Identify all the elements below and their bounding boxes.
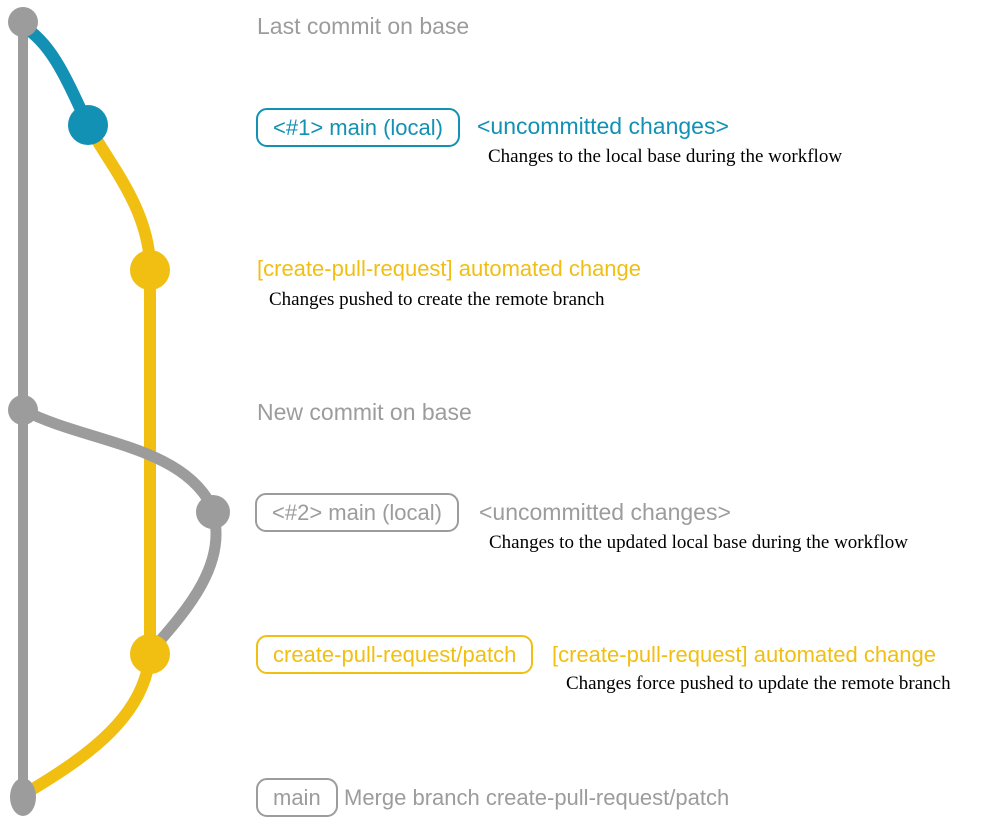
- branch-line-main-local-2: [17, 404, 217, 511]
- commit-dot-new-base: [8, 395, 38, 425]
- commit-description-automated-change-2: Changes force pushed to update the remot…: [566, 673, 951, 694]
- commit-label-automated-change-2: [create-pull-request] automated change: [552, 642, 937, 667]
- commit-dot-main-local-2: [196, 495, 230, 529]
- commit-dot-automated-change-1: [130, 250, 170, 290]
- branch-line-create-pull-request: [82, 119, 156, 660]
- commit-description-automated-change-1: Changes pushed to create the remote bran…: [269, 289, 605, 310]
- commit-label-last-base: Last commit on base: [257, 13, 470, 39]
- badge-main-local-1: <#1> main (local): [256, 108, 460, 147]
- commit-label-automated-change-1: [create-pull-request] automated change: [257, 256, 642, 281]
- commit-label-uncommitted-2: <uncommitted changes>: [479, 499, 731, 525]
- badge-create-pull-request-patch: create-pull-request/patch: [256, 635, 534, 674]
- commit-dot-main-local-1: [68, 105, 108, 145]
- branch-badge-main-local-1: <#1> main (local): [256, 108, 460, 147]
- commit-description-uncommitted-1: Changes to the local base during the wor…: [488, 146, 843, 167]
- commit-label-uncommitted-1: <uncommitted changes>: [477, 113, 729, 139]
- commit-label-new-base: New commit on base: [257, 399, 472, 425]
- commit-label-merge: Merge branch create-pull-request/patch: [344, 785, 730, 810]
- branch-badge-main-local-2: <#2> main (local): [255, 493, 459, 532]
- commit-dot-automated-change-2: [130, 634, 170, 674]
- commit-dot-merge: [10, 778, 36, 816]
- badge-main-local-2: <#2> main (local): [255, 493, 459, 532]
- branch-line-main-local-2-rebase: [146, 506, 222, 656]
- branch-badge-patch: create-pull-request/patch: [256, 635, 534, 674]
- branch-badge-main: main: [256, 778, 338, 817]
- badge-main: main: [256, 778, 338, 817]
- branch-line-patch-merge: [22, 648, 156, 798]
- commit-dot-last-base: [8, 7, 38, 37]
- commit-description-uncommitted-2: Changes to the updated local base during…: [489, 532, 908, 553]
